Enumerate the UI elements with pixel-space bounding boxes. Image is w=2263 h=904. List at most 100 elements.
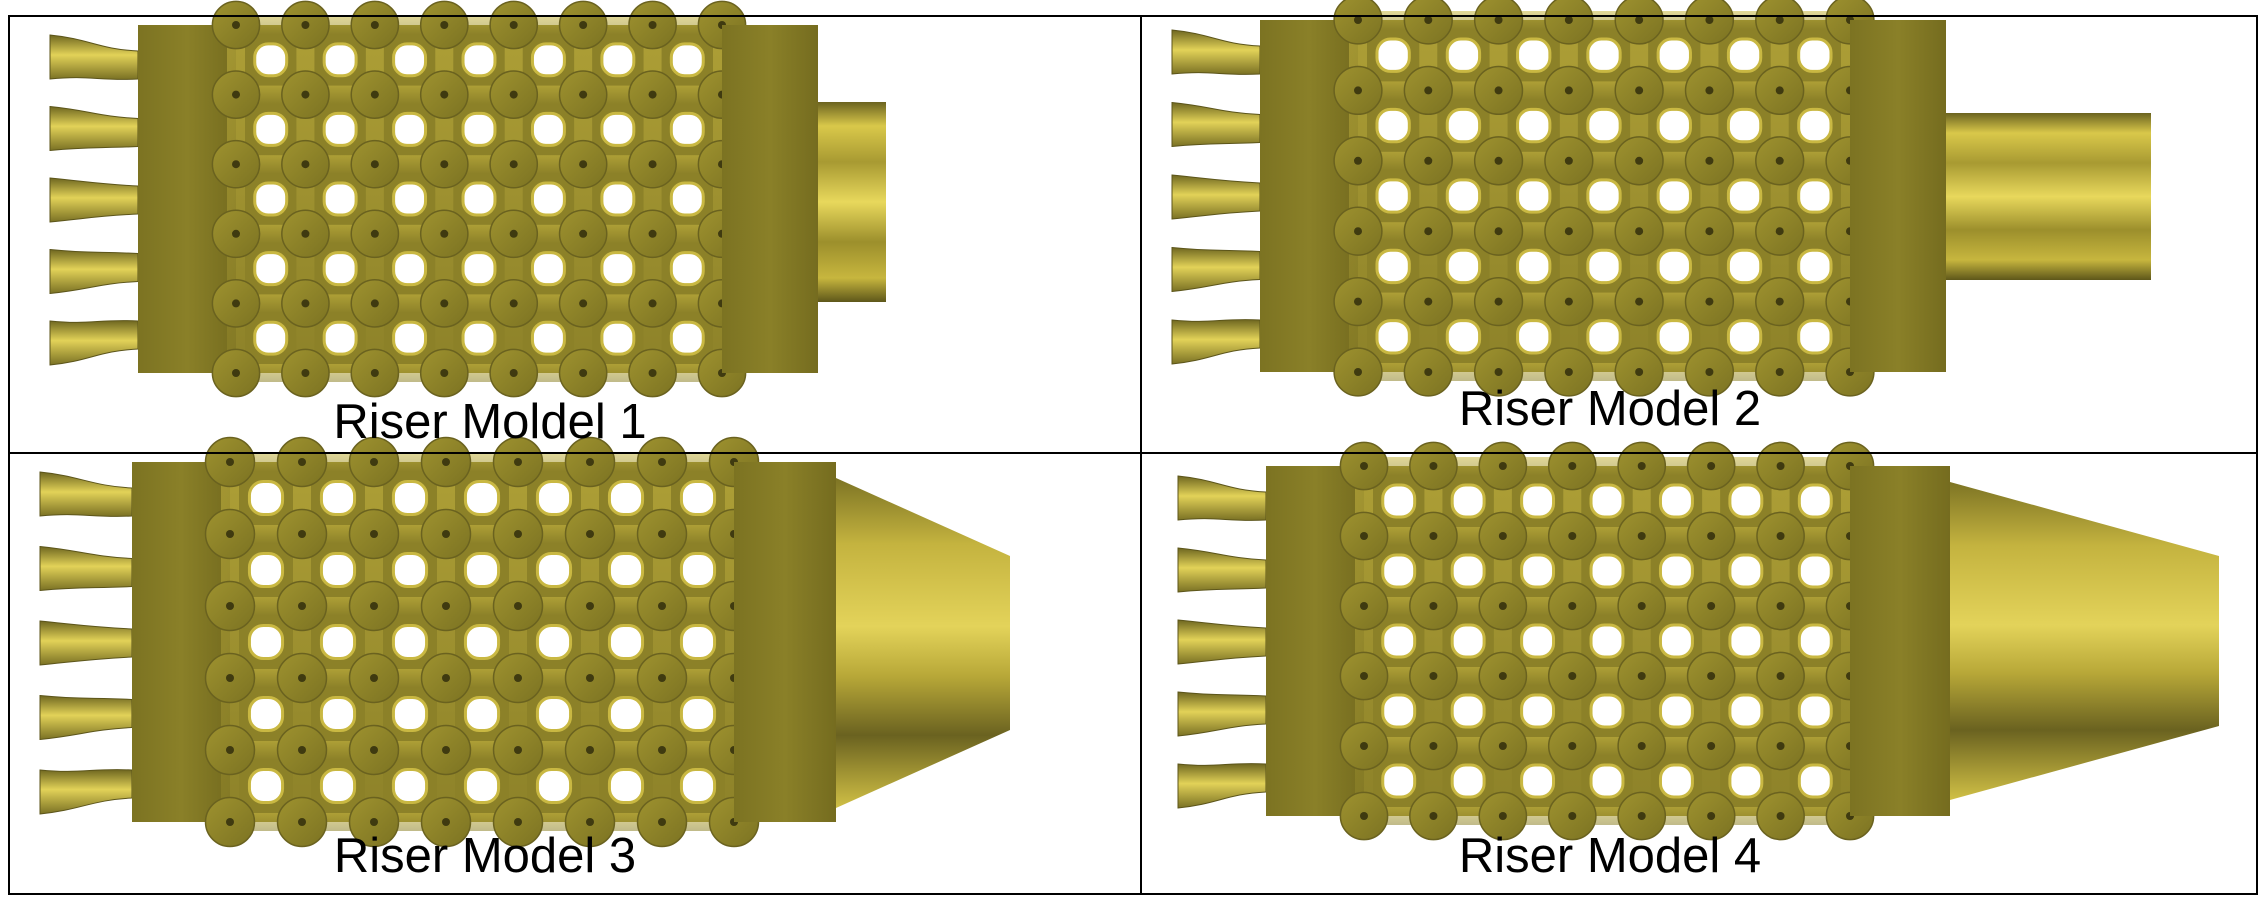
- lattice-hole: [530, 111, 566, 147]
- lattice-node-hole: [298, 458, 306, 466]
- feeder-rod: [1177, 547, 1267, 593]
- right-block: [734, 462, 836, 822]
- rod-gap: [40, 674, 124, 687]
- feeder-rod: [49, 105, 139, 152]
- lattice-hole: [1445, 178, 1482, 214]
- lattice-hole: [322, 42, 358, 78]
- lattice-node-hole: [1707, 602, 1716, 610]
- rod-gap: [1172, 154, 1252, 167]
- lattice-node-hole: [1564, 297, 1573, 306]
- lattice-hole: [1658, 553, 1694, 589]
- lattice-hole: [1520, 693, 1556, 729]
- lattice-node-hole: [440, 160, 449, 169]
- lattice-hole: [669, 42, 705, 78]
- lattice-node-hole: [1776, 742, 1785, 750]
- lattice-node-hole: [370, 160, 379, 169]
- lattice-node-hole: [1494, 16, 1503, 24]
- lattice-node-hole: [1775, 368, 1784, 376]
- lattice-node-hole: [579, 90, 588, 99]
- lattice-node-hole: [1564, 368, 1573, 376]
- lattice-hole: [1450, 483, 1486, 519]
- lattice-node-hole: [1705, 368, 1714, 376]
- lattice-hole: [607, 623, 645, 661]
- feeder-rod: [39, 471, 133, 517]
- lattice-node-hole: [514, 746, 522, 754]
- lattice-node-hole: [298, 818, 306, 826]
- lattice-hole: [319, 695, 357, 733]
- lattice-hole: [461, 320, 497, 356]
- lattice-node-hole: [579, 369, 588, 377]
- lattice-node-hole: [1775, 86, 1784, 95]
- lattice-hole: [1516, 37, 1552, 73]
- lattice-node-hole: [442, 530, 450, 538]
- lattice-node-hole: [1424, 368, 1433, 376]
- lattice-hole: [679, 695, 717, 733]
- lattice-node-hole: [1360, 532, 1368, 540]
- lattice-hole: [463, 551, 501, 589]
- lattice-hole: [1589, 623, 1625, 659]
- lattice-hole: [1520, 623, 1556, 659]
- feeder-rod: [1177, 691, 1267, 737]
- lattice-node-hole: [648, 160, 657, 169]
- lattice-node-hole: [1494, 368, 1503, 376]
- lattice-hole: [1450, 623, 1486, 659]
- lattice-node-hole: [648, 90, 657, 99]
- lattice-hole: [1658, 483, 1694, 519]
- right-block: [1850, 20, 1946, 372]
- lattice-hole: [391, 695, 429, 733]
- lattice-node-hole: [1707, 532, 1716, 540]
- lattice-node-hole: [509, 299, 518, 308]
- lattice-hole: [607, 479, 645, 517]
- lattice-node-hole: [442, 602, 450, 610]
- lattice-node-hole: [1564, 227, 1573, 236]
- lattice-node-hole: [648, 21, 657, 29]
- lattice-node-hole: [1776, 532, 1785, 540]
- lattice-hole: [1445, 248, 1482, 285]
- lattice-node-hole: [1637, 602, 1646, 610]
- lattice-hole: [1520, 483, 1556, 519]
- lattice-hole: [600, 320, 636, 356]
- lattice-hole: [1375, 107, 1411, 144]
- lattice-hole: [1381, 553, 1417, 589]
- lattice-hole: [1656, 248, 1692, 285]
- lattice-node-hole: [1568, 602, 1577, 610]
- lattice-body: [1333, 0, 1875, 397]
- rod-gap: [40, 599, 124, 612]
- lattice-hole: [461, 42, 497, 78]
- lattice-node-hole: [1637, 462, 1646, 470]
- lattice-hole: [1375, 319, 1411, 355]
- lattice-node-hole: [648, 369, 657, 377]
- lattice-node-hole: [586, 530, 594, 538]
- lattice-hole: [1586, 178, 1622, 214]
- outer-border: [8, 15, 2258, 895]
- lattice-node-hole: [226, 746, 234, 754]
- lattice-node-hole: [370, 21, 379, 29]
- lattice-node-hole: [226, 674, 234, 682]
- lattice-hole: [461, 251, 497, 287]
- lattice-node-hole: [1354, 227, 1362, 236]
- rod-gap: [50, 86, 130, 99]
- lattice-hole: [1589, 483, 1625, 519]
- lattice-node-hole: [1705, 86, 1714, 95]
- lattice-node-hole: [232, 299, 240, 308]
- lattice-node-hole: [1705, 227, 1714, 236]
- lattice-hole: [607, 551, 645, 589]
- rod-gap: [50, 158, 130, 171]
- feeder-rod: [1171, 319, 1261, 365]
- lattice-hole: [1516, 107, 1552, 144]
- feeder-rod: [1177, 619, 1267, 665]
- panel-borders: [8, 15, 2258, 895]
- feeder-rods: [39, 471, 133, 815]
- lattice-node-hole: [1568, 532, 1577, 540]
- lattice-node-hole: [586, 746, 594, 754]
- lattice-node-hole: [1424, 86, 1433, 95]
- lattice-node-hole: [440, 90, 449, 99]
- lattice-node-hole: [1635, 156, 1644, 165]
- lattice-hole: [322, 320, 358, 356]
- lattice-node-hole: [1354, 86, 1362, 95]
- lattice-node-hole: [1429, 462, 1438, 470]
- lattice-hole: [1445, 37, 1482, 73]
- lattice-hole: [1728, 763, 1764, 799]
- lattice-hole: [1656, 107, 1692, 144]
- lattice-hole: [530, 320, 566, 356]
